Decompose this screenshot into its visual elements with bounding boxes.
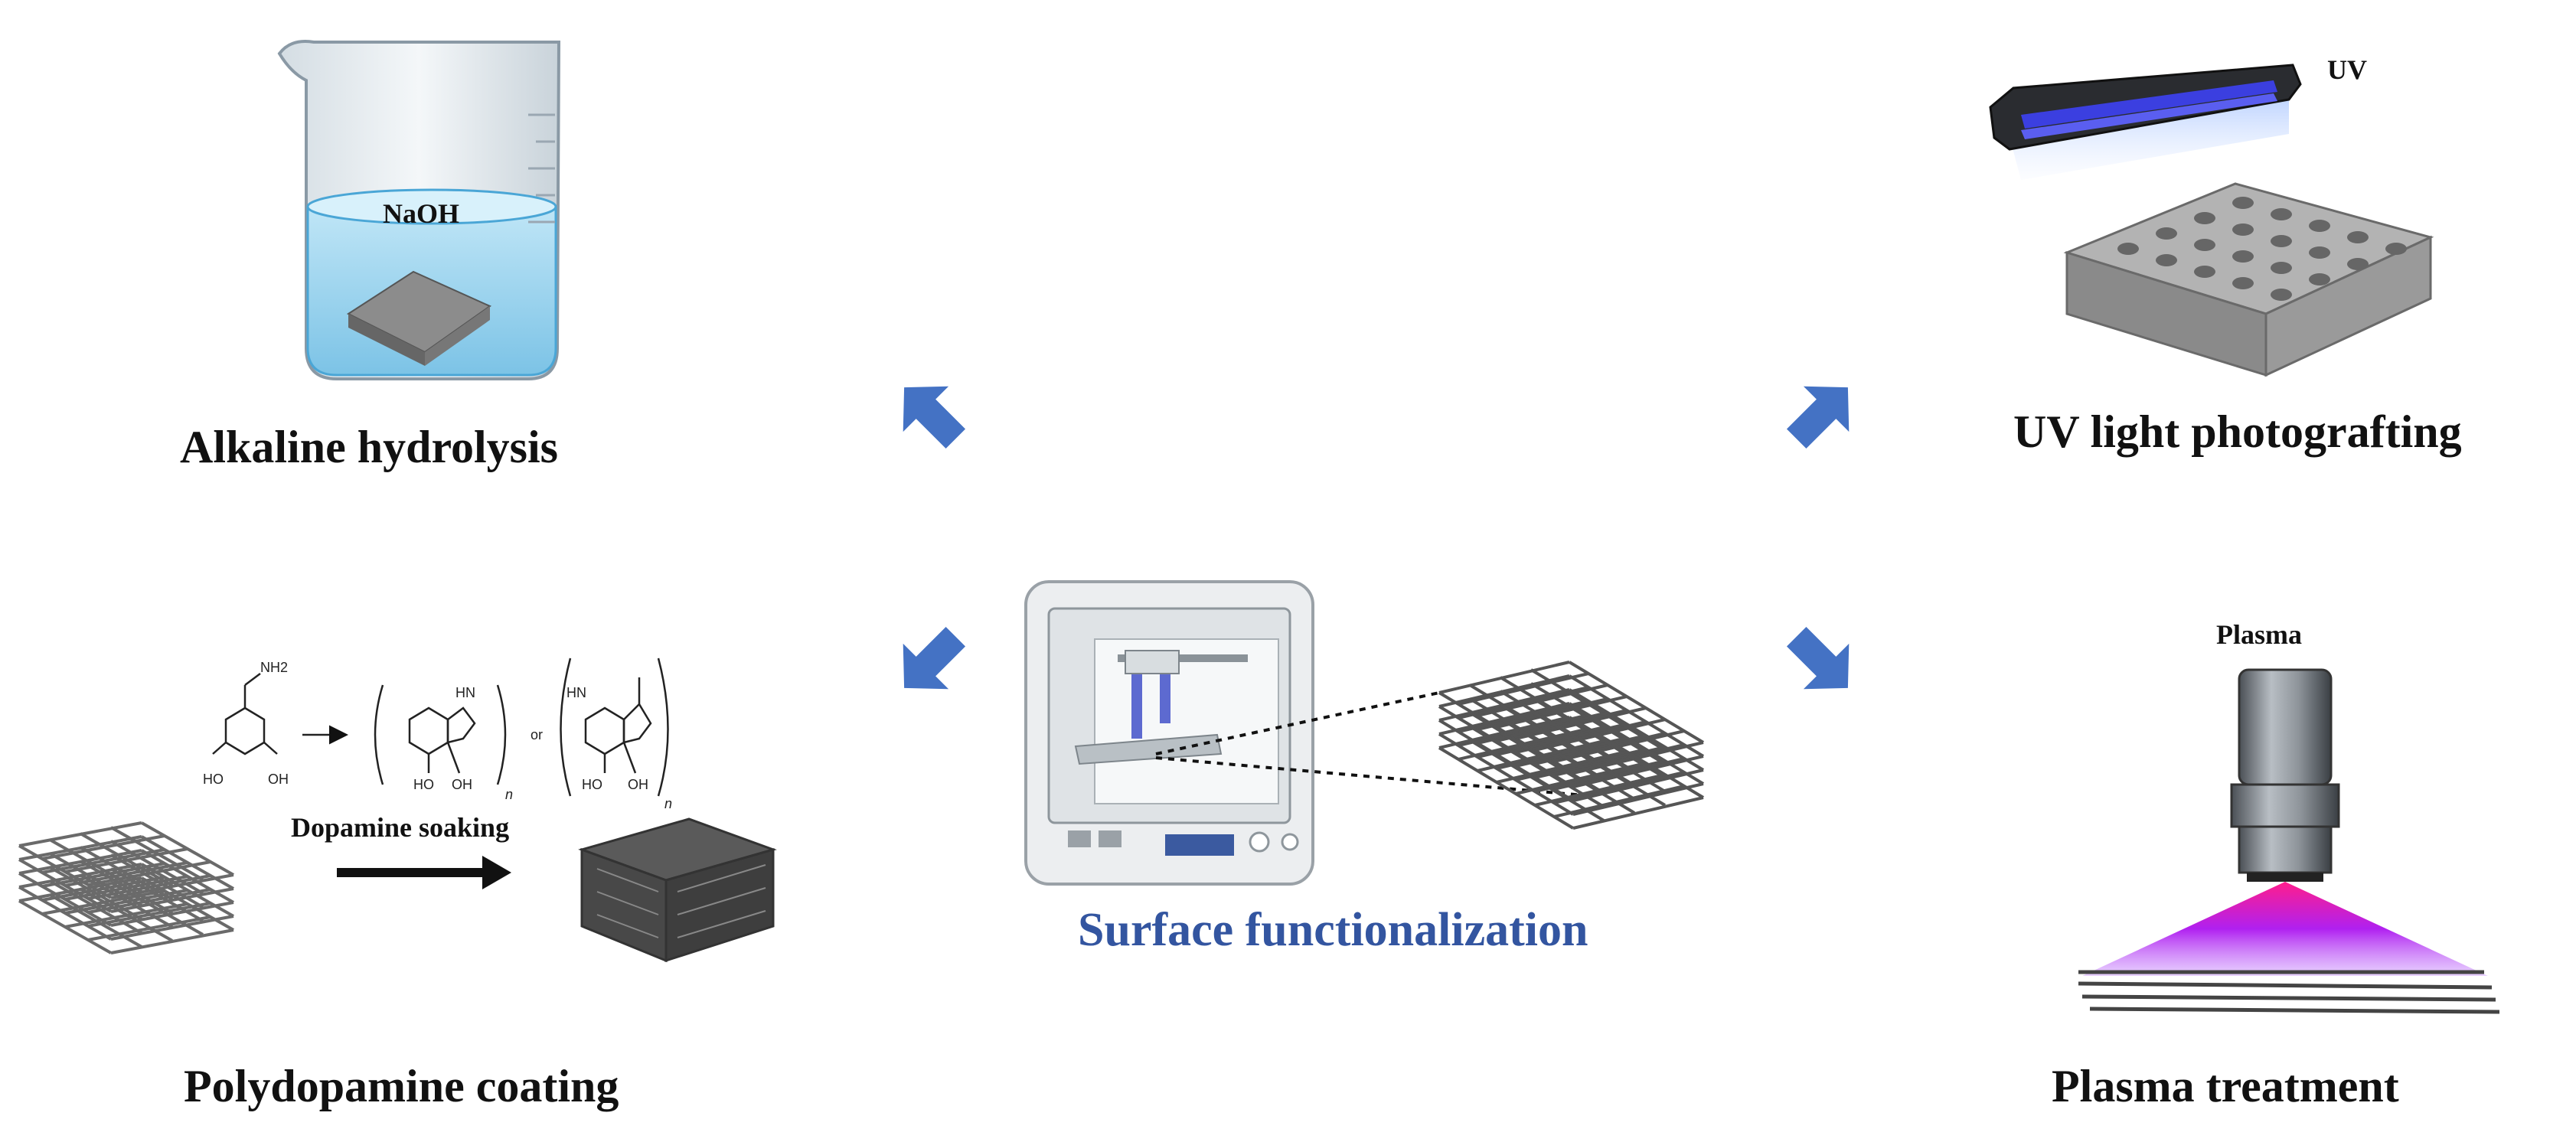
- plasma-scaffold-icon: [2078, 970, 2500, 1014]
- chem-ho-1: HO: [203, 772, 224, 787]
- chem-oh-2: OH: [452, 777, 472, 792]
- chem-or: or: [531, 727, 544, 742]
- coated-scaffold-icon: [578, 817, 777, 963]
- chem-hn-1: HN: [455, 685, 475, 700]
- label-polydopamine-coating: Polydopamine coating: [184, 1061, 619, 1111]
- chem-ho-2: HO: [413, 777, 434, 792]
- chem-ho-3: HO: [582, 777, 602, 792]
- chem-n-1: n: [505, 787, 514, 802]
- arrow-plasma-icon: [1786, 626, 1850, 690]
- label-uv-short: UV: [2327, 54, 2367, 85]
- grid-scaffold-icon: [1438, 661, 1705, 830]
- label-dopamine-soaking: Dopamine soaking: [291, 812, 510, 843]
- arrow-alkaline-icon: [903, 386, 966, 449]
- label-plasma-treatment: Plasma treatment: [2052, 1061, 2399, 1111]
- chem-oh-3: OH: [628, 777, 648, 792]
- label-alkaline-hydrolysis: Alkaline hydrolysis: [180, 422, 559, 472]
- chem-oh-1: OH: [268, 772, 289, 787]
- chem-hn-2: HN: [566, 685, 586, 700]
- arrow-uv-icon: [1786, 386, 1850, 449]
- chem-nh2: NH2: [260, 660, 289, 675]
- label-uv-photografting: UV light photografting: [2013, 406, 2462, 457]
- label-surface-functionalization: Surface functionalization: [1078, 904, 1588, 956]
- plasma-nozzle-icon: [2230, 668, 2340, 882]
- 3d-printer-icon: [1024, 580, 1314, 886]
- chem-n-2: n: [664, 796, 673, 811]
- label-plasma-short: Plasma: [2216, 619, 2302, 650]
- dopamine-arrowhead-icon: [482, 856, 511, 889]
- label-naoh: NaOH: [383, 198, 460, 229]
- arrow-polydopamine-icon: [903, 626, 966, 690]
- beaker-icon: [277, 40, 561, 380]
- uncoated-scaffold-icon: [18, 821, 235, 954]
- dopamine-structures: [212, 657, 669, 797]
- uv-scaffold-icon: [2063, 182, 2434, 377]
- plasma-glow-icon: [2082, 882, 2488, 976]
- uv-lamp-icon: [1989, 64, 2302, 180]
